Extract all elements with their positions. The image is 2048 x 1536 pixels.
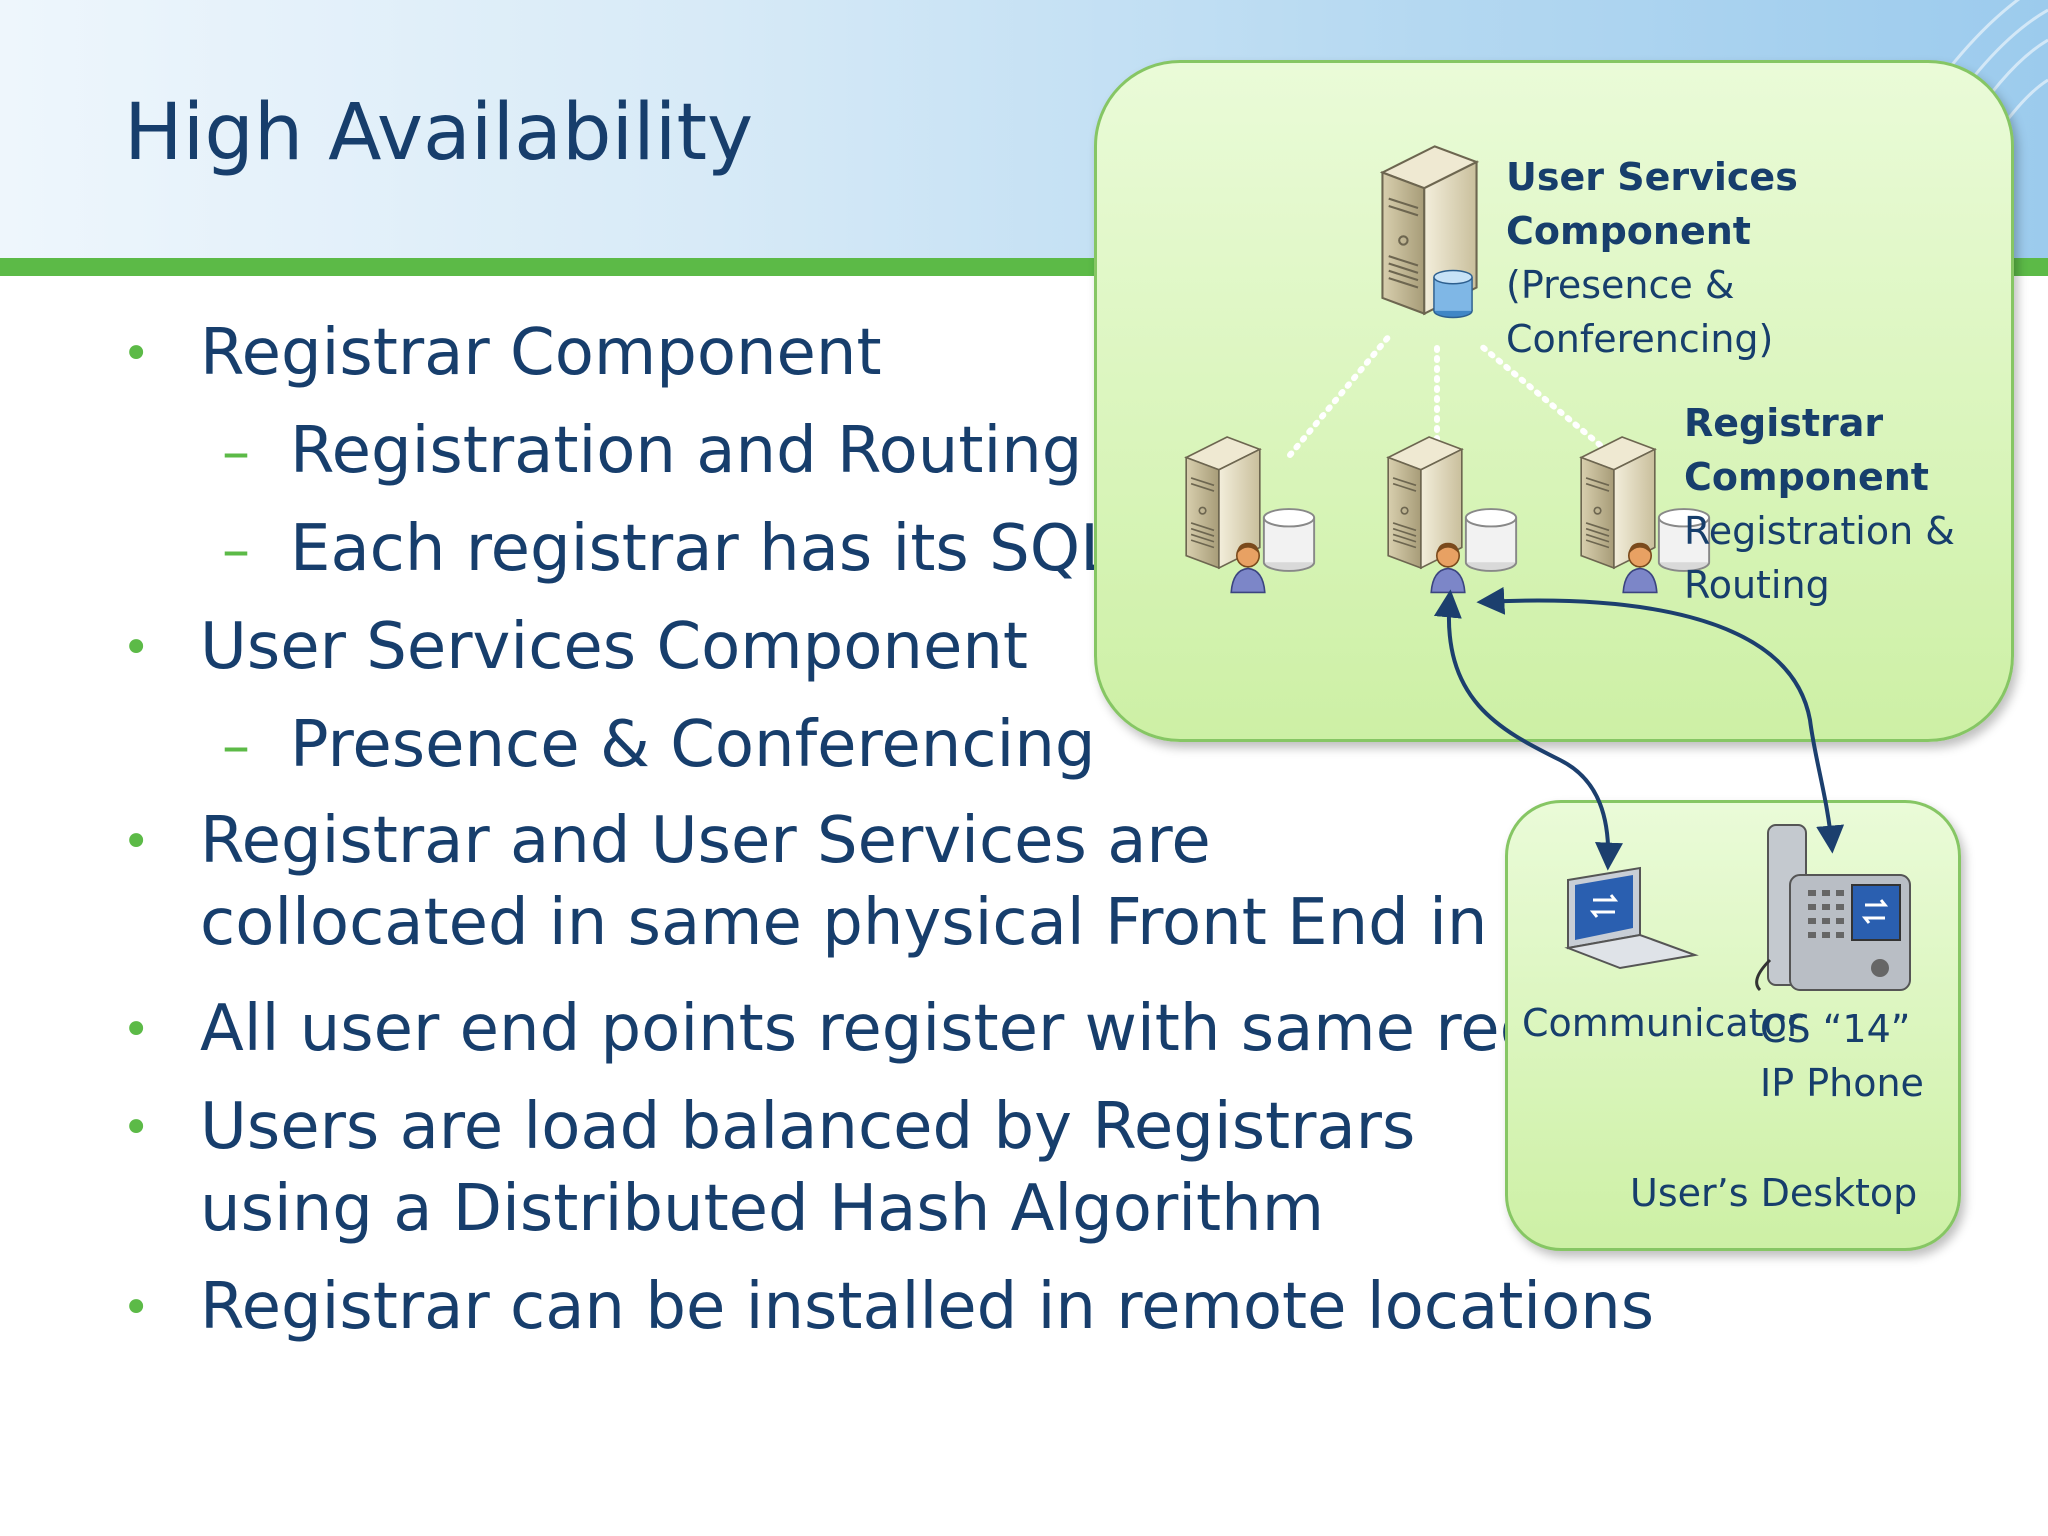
registrar-label-line2: Component [1684,455,1929,499]
ip-phone-label-line2: IP Phone [1760,1061,1924,1105]
bullet-dot: • [122,814,151,870]
bullet-dash: – [222,714,250,779]
ip-phone-icon [1755,824,1911,992]
registrar-label-line3: Registration & [1684,509,1955,553]
registrar-to-userservices-connectors [1287,332,1603,458]
bullet-item: Registrar Component [200,316,882,390]
bullet-item: User Services Component [200,610,1028,684]
bullet-dot: • [122,620,151,676]
bullet-dot: • [122,1100,151,1156]
sub-bullet-item: Presence & Conferencing [290,708,1096,782]
user-services-label-line4: Conferencing) [1506,317,1774,361]
laptop-icon [1564,866,1699,970]
registrar-label-line4: Routing [1684,563,1830,607]
ip-phone-label-line1: CS “14” [1760,1007,1911,1051]
user-services-label-line3: (Presence & [1506,263,1735,307]
registrar-server-icon-1 [1185,435,1316,594]
bullet-item: Registrar and User Services are [200,804,1211,878]
bullet-dash: – [222,518,250,583]
sub-bullet-item: Registration and Routing [290,414,1083,488]
user-services-server-icon [1381,145,1478,319]
bullet-dash: – [222,420,250,485]
registrar-label-line1: Registrar [1684,401,1884,445]
bullet-dot: • [122,1280,151,1336]
bullet-item: Registrar can be installed in remote loc… [200,1270,1655,1344]
communicator-label: Communicator [1522,1001,1803,1045]
phone-registrar-arrow [1476,586,1845,854]
users-desktop-label: User’s Desktop [1630,1171,1918,1215]
user-services-label-line2: Component [1506,209,1751,253]
bullet-item: collocated in same physical Front End in… [200,886,1683,960]
bullet-item: Users are load balanced by Registrars [200,1090,1416,1164]
user-services-label-line1: User Services [1506,155,1798,199]
sub-bullet-item: Each registrar has its SQL E [290,512,1177,586]
bullet-dot: • [122,1002,151,1058]
communicator-registrar-arrow [1433,589,1623,871]
slide-title: High Availability [124,88,754,178]
bullet-dot: • [122,326,151,382]
bullet-item: All user end points register with same r… [200,992,1709,1066]
registrar-server-icon-2 [1387,435,1518,594]
bullet-item: using a Distributed Hash Algorithm [200,1172,1325,1246]
